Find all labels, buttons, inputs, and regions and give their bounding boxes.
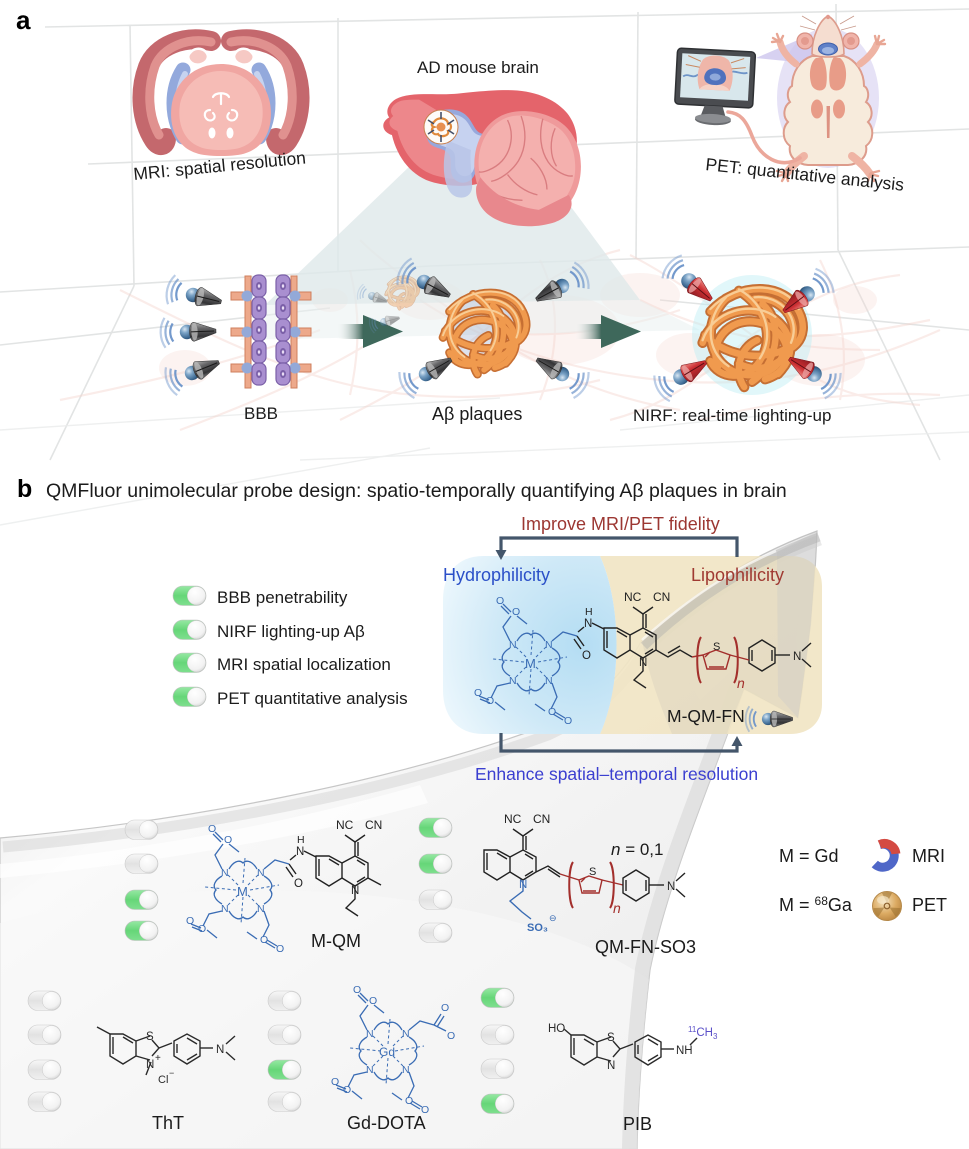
svg-text:Aβ plaques: Aβ plaques	[432, 404, 522, 424]
svg-text:O: O	[447, 1030, 455, 1042]
svg-text:b: b	[17, 475, 32, 503]
svg-text:O: O	[582, 650, 591, 662]
svg-text:SO₃: SO₃	[527, 922, 548, 934]
svg-text:O: O	[294, 878, 303, 890]
svg-text:PET: PET	[912, 895, 947, 915]
svg-text:CN: CN	[653, 590, 670, 604]
svg-text:O: O	[441, 1002, 449, 1014]
svg-text:H: H	[585, 606, 593, 618]
svg-text:S: S	[607, 1032, 615, 1044]
svg-text:BBB: BBB	[244, 404, 278, 423]
svg-text:n: n	[613, 900, 621, 916]
svg-text:CN: CN	[533, 812, 550, 826]
svg-text:N: N	[351, 885, 359, 897]
svg-text:ThT: ThT	[152, 1113, 184, 1133]
svg-text:HO: HO	[548, 1023, 565, 1035]
svg-text:n = 0,1: n = 0,1	[611, 840, 663, 859]
svg-text:N: N	[607, 1060, 615, 1072]
svg-text:Cl: Cl	[158, 1074, 168, 1086]
svg-text:Enhance spatial–temporal resol: Enhance spatial–temporal resolution	[475, 764, 758, 784]
svg-text:M-QM: M-QM	[311, 931, 361, 951]
svg-text:N: N	[296, 846, 304, 858]
svg-text:PIB: PIB	[623, 1114, 652, 1134]
svg-text:N: N	[639, 657, 647, 669]
svg-text:QM-FN-SO3: QM-FN-SO3	[595, 937, 696, 957]
svg-text:NC: NC	[504, 812, 522, 826]
svg-text:N: N	[216, 1044, 224, 1056]
svg-text:S: S	[589, 866, 596, 878]
svg-text:NH: NH	[676, 1045, 693, 1057]
svg-text:QMFluor unimolecular probe des: QMFluor unimolecular probe design: spati…	[46, 480, 787, 502]
svg-text:n: n	[737, 675, 745, 691]
svg-text:N: N	[667, 881, 675, 893]
svg-text:Improve MRI/PET fidelity: Improve MRI/PET fidelity	[521, 514, 720, 534]
svg-text:CN: CN	[365, 818, 382, 832]
svg-text:AD mouse brain: AD mouse brain	[417, 58, 539, 77]
svg-text:PET quantitative analysis: PET quantitative analysis	[217, 689, 408, 708]
svg-text:M: M	[237, 884, 248, 899]
svg-text:11CH3: 11CH3	[688, 1025, 718, 1041]
svg-text:S: S	[713, 641, 720, 653]
svg-text:MRI: MRI	[912, 846, 945, 866]
svg-text:M = Gd: M = Gd	[779, 846, 839, 866]
svg-text:NC: NC	[624, 590, 642, 604]
svg-text:Hydrophilicity: Hydrophilicity	[443, 565, 550, 585]
svg-text:a: a	[16, 5, 31, 35]
svg-text:BBB penetrability: BBB penetrability	[217, 588, 348, 607]
svg-text:NIRF: real-time lighting-up: NIRF: real-time lighting-up	[633, 406, 831, 425]
svg-text:Gd: Gd	[379, 1045, 395, 1059]
svg-text:M: M	[525, 656, 536, 671]
svg-text:NIRF lighting-up Aβ: NIRF lighting-up Aβ	[217, 622, 365, 641]
svg-text:N: N	[584, 618, 592, 630]
svg-text:H: H	[297, 834, 305, 846]
svg-text:⊖: ⊖	[549, 913, 557, 923]
svg-text:Lipophilicity: Lipophilicity	[691, 565, 784, 585]
svg-text:M-QM-FN: M-QM-FN	[667, 706, 745, 726]
svg-text:M = 68Ga: M = 68Ga	[779, 894, 853, 915]
svg-text:NC: NC	[336, 818, 354, 832]
svg-text:−: −	[169, 1068, 174, 1078]
svg-text:N: N	[519, 879, 527, 891]
svg-text:MRI spatial localization: MRI spatial localization	[217, 655, 391, 674]
svg-text:Gd-DOTA: Gd-DOTA	[347, 1113, 426, 1133]
svg-text:+: +	[155, 1053, 161, 1064]
svg-text:S: S	[146, 1031, 154, 1043]
svg-text:N: N	[793, 651, 801, 663]
svg-text:N: N	[146, 1059, 154, 1071]
